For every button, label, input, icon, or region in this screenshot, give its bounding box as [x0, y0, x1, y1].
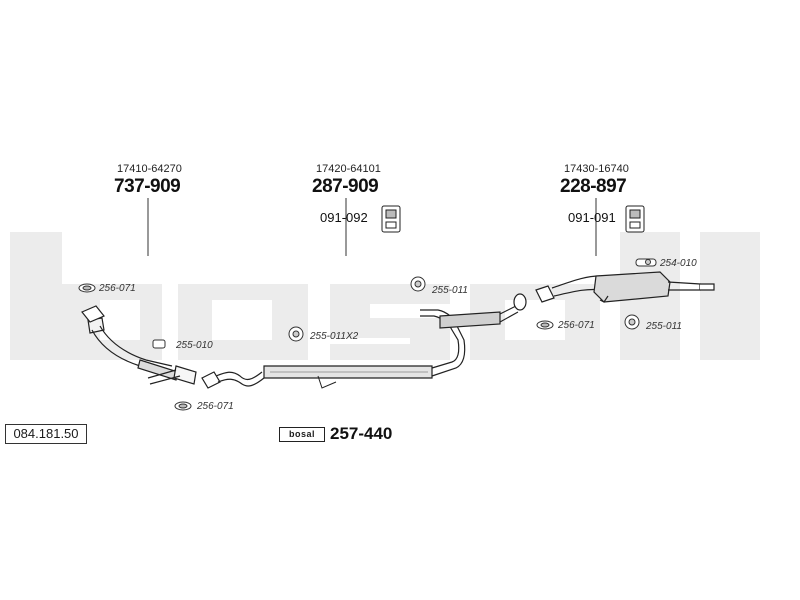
oe-number-front: 17410-64270: [117, 163, 182, 175]
reference-code: 084.181.50: [5, 424, 87, 444]
oe-number-rear: 17430-16740: [564, 163, 629, 175]
fitting-icons: [78, 258, 657, 411]
part-number-rear: 228-897: [560, 176, 627, 197]
front-pipe-drawing: [81, 305, 197, 385]
clamp-icon: [152, 339, 166, 349]
rear-silencer-drawing: [535, 271, 715, 303]
watermark-shapes: [10, 232, 760, 360]
mount-kit-icons: [381, 205, 645, 233]
label-hanger-middle: 255-011X2: [310, 331, 359, 342]
label-clamp-tail: 254-010: [660, 258, 697, 269]
label-hanger-rear-box: 255-011: [646, 321, 682, 332]
oe-number-middle: 17420-64101: [316, 163, 381, 175]
bosal-logo-badge: bosal: [279, 427, 325, 442]
part-number-front: 737-909: [114, 176, 181, 197]
middle-pipe-drawing: [201, 309, 466, 389]
label-gasket-front-top: 256-071: [99, 283, 136, 294]
leader-lines: [147, 198, 597, 256]
mount-kit-middle: 091-092: [320, 210, 368, 225]
label-clamp-front: 255-010: [176, 340, 213, 351]
mid-section-drawing: [439, 293, 527, 329]
mount-kit-rear: 091-091: [568, 210, 616, 225]
label-hanger-rear-pipe: 255-011: [432, 285, 468, 296]
part-number-middle: 287-909: [312, 176, 379, 197]
label-gasket-front-bottom: 256-071: [197, 401, 234, 412]
mounting-kit-number: 257-440: [330, 424, 393, 443]
label-gasket-rear: 256-071: [558, 320, 595, 331]
